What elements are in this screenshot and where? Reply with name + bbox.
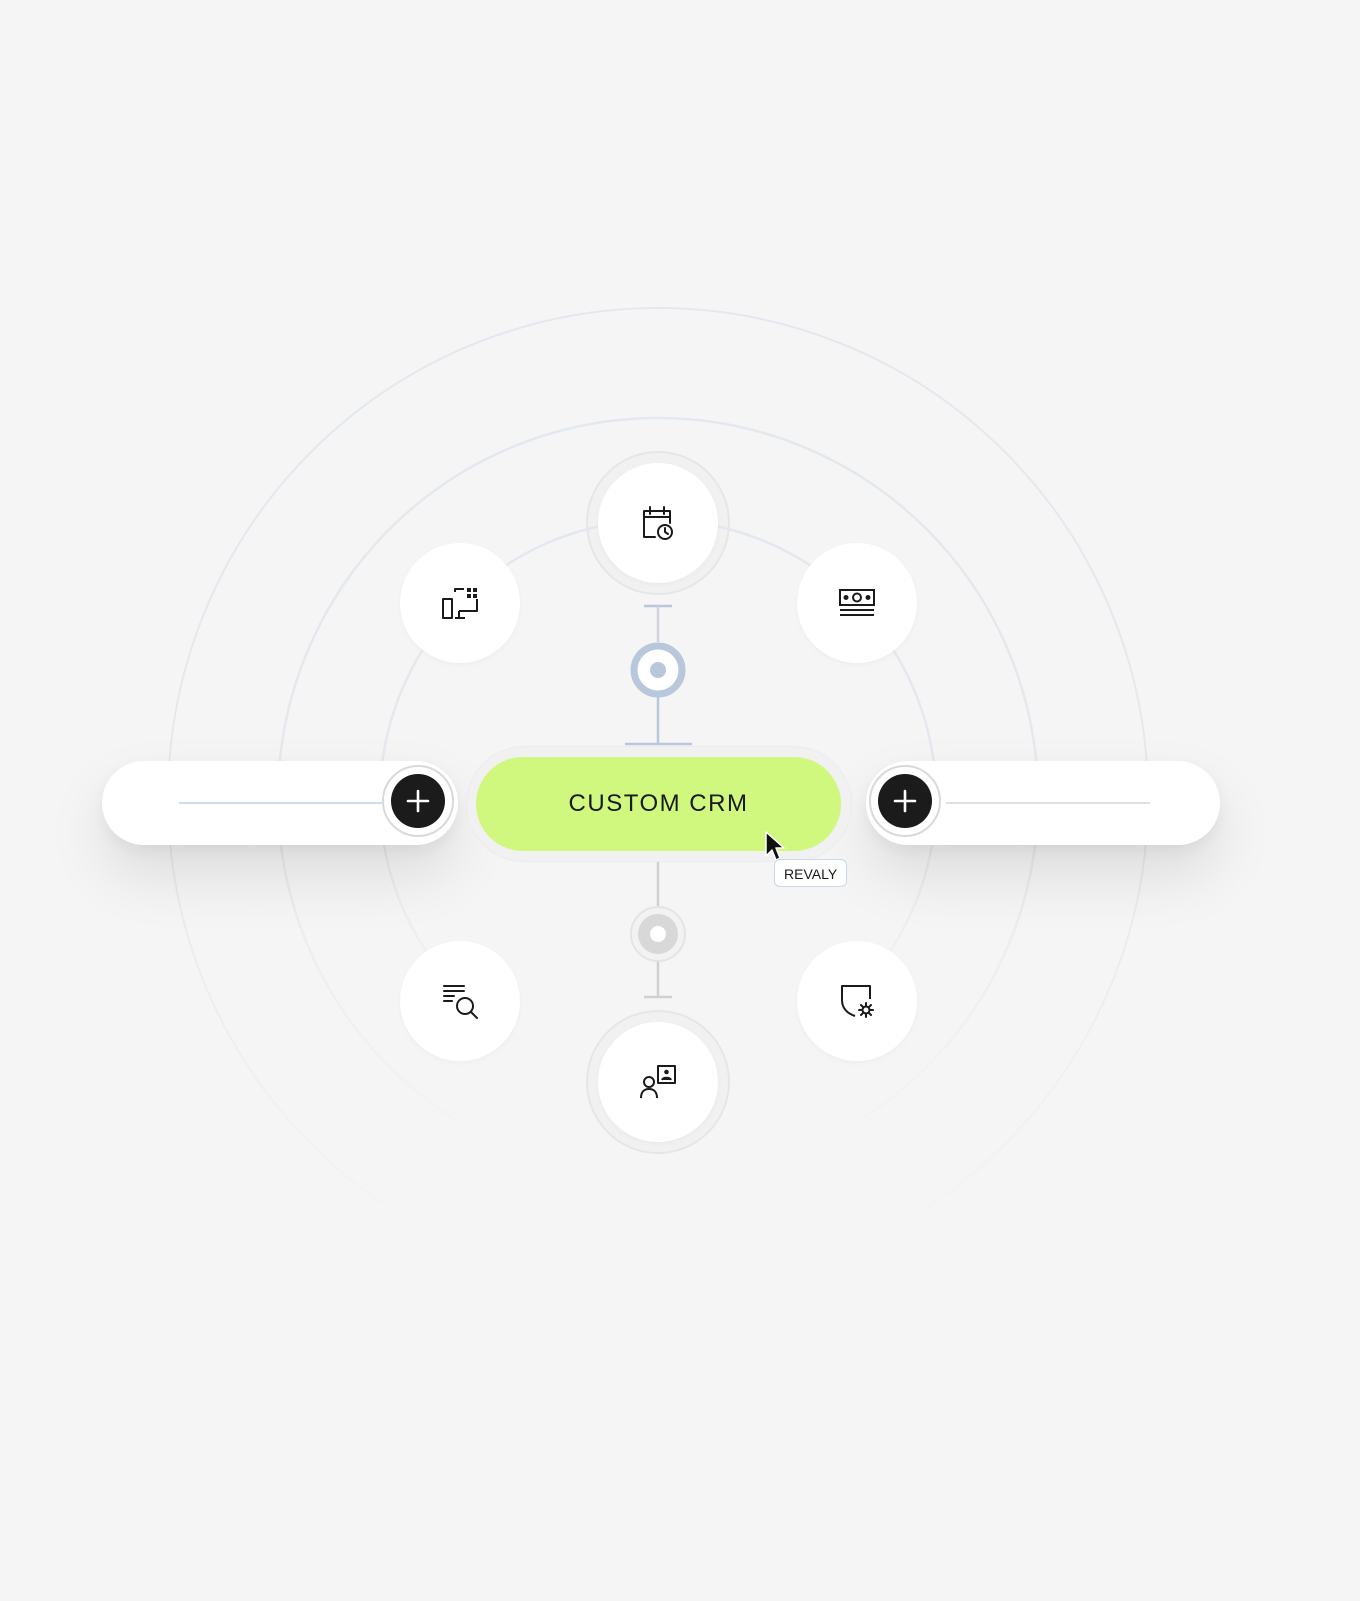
left-bar-track [179, 802, 382, 804]
right-add-button[interactable] [869, 765, 941, 837]
shield-gear-node[interactable] [797, 941, 917, 1061]
custom-crm-button[interactable]: CUSTOM CRM [476, 757, 841, 851]
right-integration-bar [866, 761, 1220, 845]
banknote-icon [837, 587, 877, 619]
left-add-button[interactable] [382, 765, 454, 837]
center-pill-frame: CUSTOM CRM [467, 747, 851, 861]
user-contact-card-icon [638, 1063, 678, 1101]
left-integration-bar [102, 761, 458, 845]
plus-icon [878, 774, 932, 828]
right-bar-track [946, 802, 1150, 804]
list-search-icon [441, 982, 479, 1020]
calendar-clock-icon [640, 504, 676, 542]
shield-gear-icon [838, 982, 876, 1020]
banknote-node[interactable] [797, 543, 917, 663]
bottom-connector [630, 861, 686, 999]
devices-grid-icon [441, 585, 479, 621]
cursor-name-tag: REVALY [774, 859, 848, 887]
calendar-clock-node[interactable] [586, 451, 730, 595]
list-search-node[interactable] [400, 941, 520, 1061]
devices-grid-node[interactable] [400, 543, 520, 663]
top-connector [625, 604, 692, 746]
plus-icon [391, 774, 445, 828]
user-contact-card-node[interactable] [586, 1010, 730, 1154]
